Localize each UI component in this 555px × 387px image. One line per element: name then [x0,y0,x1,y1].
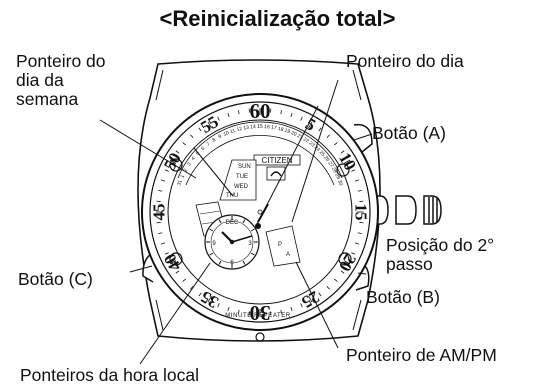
minute-number-60: 60 [250,99,271,123]
day-scale-arc [177,121,343,179]
minute-number-30: 30 [250,301,271,325]
bezel-inner [149,101,371,323]
weekday-window [219,159,257,201]
day-scale-17: 17 [271,125,278,132]
weekday-sun: SUN [238,164,251,170]
minute-number-15: 15 [352,204,371,221]
day-scale-29: 29 [333,173,341,181]
day-scale-8: 8 [211,137,217,144]
weekday-thu: THU [226,193,238,199]
ampm-window [265,225,301,267]
day-scale-1: 1 [179,174,186,179]
brand-text: CITIZEN [261,156,292,165]
label-weekday-hand-line1: Ponteiro do [16,51,106,71]
label-crown-position-line1: Posição do 2° [386,235,495,255]
label-button-b: Botão (B) [366,287,440,307]
day-scale-12: 12 [236,126,243,133]
day-scale-6: 6 [200,146,206,152]
day-scale-30: 30 [336,179,344,186]
day-scale-9: 9 [217,134,222,141]
day-scale-27: 27 [326,160,334,168]
day-scale-16: 16 [264,124,270,130]
minute-number-45: 45 [150,204,169,221]
day-scale-3: 3 [186,161,193,167]
bezel-ticks [156,108,364,316]
day-scale-13: 13 [243,125,250,132]
label-button-a: Botão (A) [372,123,446,143]
ampm-a: A [286,252,290,258]
day-scale-20: 20 [290,130,298,138]
day-scale-10: 10 [223,130,231,138]
day-scale-15: 15 [257,124,263,130]
subdial-9: 9 [212,241,216,247]
weekday-tue: TUE [236,174,248,180]
label-crown-position-line2: passo [386,254,433,274]
label-weekday-hand-line2: dia da [16,70,64,90]
day-scale-25: 25 [318,150,326,158]
day-scale-26: 26 [322,155,330,163]
day-scale-22: 22 [302,136,310,144]
repeater-text: MINUTE REPEATER [225,313,291,319]
day-scale-18: 18 [277,126,284,133]
label-day-hand: Ponteiro do dia [346,51,464,71]
page-title: <Reinicialização total> [159,6,396,31]
day-scale-21: 21 [296,133,304,141]
subdial-6: 6 [230,260,234,266]
button-a-shape [353,123,373,153]
ampm-p: P [278,242,282,248]
day-scale-24: 24 [313,145,321,153]
leader-lines [99,79,373,365]
label-weekday-hand-line3: semana [16,89,79,109]
day-scale-28: 28 [330,166,338,174]
label-crown-position: Posição do 2° passo [386,236,494,274]
label-ampm-hand: Ponteiro de AM/PM [346,345,497,365]
day-scale-23: 23 [308,140,316,148]
label-button-c: Botão (C) [18,269,93,289]
day-scale-4: 4 [190,156,197,162]
subdial-3: 3 [248,241,252,247]
dial [167,119,353,305]
day-scale-14: 14 [250,124,256,130]
label-weekday-hand: Ponteiro do dia da semana [16,52,106,109]
label-local-hour-hands: Ponteiros da hora local [20,365,199,385]
day-scale-31: 31 [176,179,184,186]
day-scale-2: 2 [183,167,190,173]
subdial-dec: DEC [226,220,239,226]
day-scale-7: 7 [206,141,212,148]
weekday-wed: WED [234,184,249,190]
day-scale-11: 11 [229,128,236,135]
day-scale-19: 19 [284,128,291,136]
day-scale: 3112345678910111213141516171819202122232… [176,124,343,187]
weekday-hand [193,147,234,197]
